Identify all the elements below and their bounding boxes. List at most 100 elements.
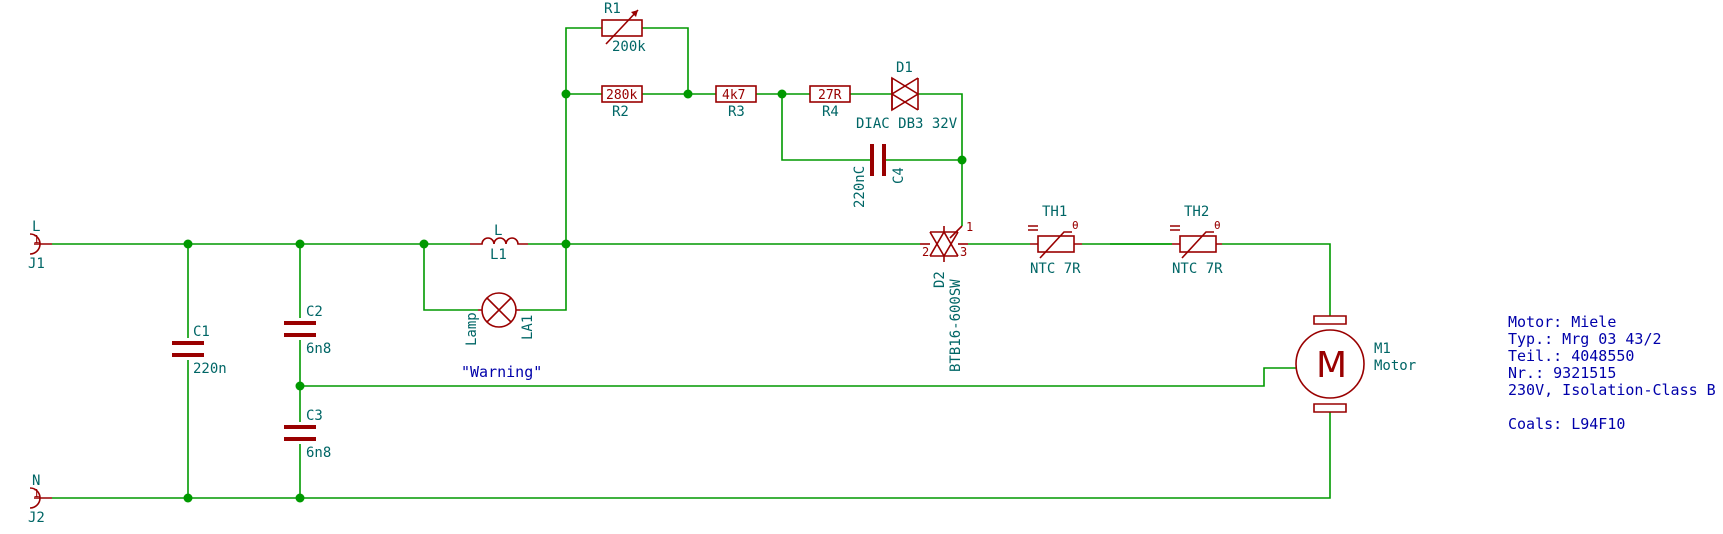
triac-d2-value: BTB16-600SW — [948, 279, 964, 372]
capacitor-c3-value: 6n8 — [306, 445, 331, 461]
inductor-l1[interactable]: L L1 — [470, 223, 528, 263]
motor-m1[interactable]: M M1 Motor — [1295, 315, 1416, 413]
resistor-r3-value: 4k7 — [722, 88, 745, 103]
triac-d2-ref: D2 — [932, 271, 948, 288]
theta-icon: θ — [1214, 219, 1221, 232]
capacitor-c4-value: 220nC — [852, 166, 868, 208]
thermistor-th1-value: NTC 7R — [1030, 261, 1081, 277]
diac-d1[interactable]: D1 DIAC DB3 32V — [856, 60, 958, 132]
capacitor-c2[interactable]: C2 6n8 — [284, 304, 331, 357]
resistor-r4[interactable]: 27R R4 — [809, 85, 851, 120]
thermistor-th1-symbol — [1037, 235, 1075, 253]
lamp-la1-ref: LA1 — [520, 315, 536, 340]
junction — [683, 89, 693, 99]
inductor-l1-ref: L1 — [490, 247, 507, 263]
triac-d2-pin-2: 2 — [922, 245, 929, 259]
inductor-l1-symbol — [470, 237, 528, 245]
triac-d2[interactable]: 1 2 3 D2 BTB16-600SW — [920, 220, 973, 372]
triac-d2-pin-3: 3 — [960, 245, 967, 259]
note-line: Nr.: 9321515 — [1508, 364, 1616, 382]
lamp-la1-value: Lamp — [464, 312, 480, 346]
resistor-r1-symbol — [601, 19, 643, 37]
resistor-r3-symbol — [715, 85, 757, 103]
resistor-r1-value: 200k — [612, 39, 646, 55]
capacitor-c4[interactable]: 220nC C4 — [852, 144, 907, 208]
thermistor-th1[interactable]: θ TH1 NTC 7R — [1028, 204, 1082, 277]
capacitor-c3-symbol — [284, 425, 316, 441]
temperature-arrows-icon — [1170, 225, 1180, 231]
resistor-r2-ref: R2 — [612, 104, 629, 120]
resistor-r2[interactable]: 280k R2 — [601, 85, 643, 120]
junction — [295, 381, 305, 391]
motor-m-letter: M — [1316, 345, 1347, 386]
junction — [183, 239, 193, 249]
junctions — [183, 89, 967, 503]
junction — [777, 89, 787, 99]
lamp-cross-icon — [486, 297, 512, 323]
junction — [295, 239, 305, 249]
resistor-r2-value: 280k — [606, 88, 637, 103]
motor-m1-top-brush — [1313, 315, 1347, 325]
connector-j1-pin: 1 — [33, 233, 40, 246]
note-line: Typ.: Mrg 03 43/2 — [1508, 330, 1662, 348]
resistor-r2-symbol — [601, 85, 643, 103]
thermistor-th2-symbol — [1179, 235, 1217, 253]
thermistor-slash-icon — [1181, 231, 1214, 259]
connector-j1-value: L — [32, 219, 40, 235]
thermistor-th2[interactable]: θ TH2 NTC 7R — [1170, 204, 1223, 277]
motor-m1-symbol — [1295, 329, 1365, 399]
diac-d1-reverse — [890, 77, 919, 111]
thermistor-th2-ref: TH2 — [1184, 204, 1209, 220]
diac-d1-symbol — [891, 76, 920, 112]
capacitor-c1[interactable]: C1 220n — [172, 324, 227, 377]
thermistor-th2-value: NTC 7R — [1172, 261, 1223, 277]
lamp-la1[interactable]: Lamp LA1 "Warning" — [461, 292, 542, 381]
arrow-head-icon — [631, 10, 638, 17]
junction — [419, 239, 429, 249]
junction — [561, 239, 571, 249]
triac-d2-symbol — [930, 231, 958, 257]
capacitor-c4-symbol — [870, 144, 886, 176]
triac-d2-upper — [929, 231, 959, 258]
capacitor-c1-ref: C1 — [193, 324, 210, 340]
theta-icon: θ — [1072, 219, 1079, 232]
junction — [561, 89, 571, 99]
capacitor-c4-ref: C4 — [891, 167, 907, 184]
resistor-r4-value: 27R — [818, 88, 842, 103]
capacitor-c2-value: 6n8 — [306, 341, 331, 357]
motor-notes: Motor: Miele Typ.: Mrg 03 43/2 Teil.: 40… — [1508, 313, 1716, 433]
note-line: Motor: Miele — [1508, 313, 1616, 331]
capacitor-c3[interactable]: C3 6n8 — [284, 408, 331, 461]
resistor-r3[interactable]: 4k7 R3 — [715, 85, 757, 120]
inductor-l1-value: L — [494, 223, 502, 239]
resistor-r3-ref: R3 — [728, 104, 745, 120]
temperature-arrows-icon — [1028, 225, 1038, 231]
variable-arrow-icon — [605, 9, 639, 45]
resistor-r4-symbol — [809, 85, 851, 103]
connector-j1-ref: J1 — [28, 256, 45, 272]
resistor-r4-ref: R4 — [822, 104, 839, 120]
connector-j2-pin: 1 — [33, 487, 40, 500]
junction — [295, 493, 305, 503]
triac-d2-gate — [949, 225, 963, 239]
junction — [183, 493, 193, 503]
capacitor-c3-ref: C3 — [306, 408, 323, 424]
connector-j2-ref: J2 — [28, 510, 45, 526]
note-line: Teil.: 4048550 — [1508, 347, 1634, 365]
resistor-r1-ref: R1 — [604, 1, 621, 17]
junction — [957, 155, 967, 165]
triac-d2-lower — [929, 230, 959, 257]
capacitor-c2-symbol — [284, 321, 316, 337]
diac-d1-value: DIAC DB3 32V — [856, 116, 958, 132]
connector-j1[interactable]: L 1 J1 — [28, 219, 52, 272]
capacitor-c2-ref: C2 — [306, 304, 323, 320]
motor-m1-value: Motor — [1374, 358, 1416, 374]
connector-j2[interactable]: N 1 J2 — [28, 473, 52, 526]
thermistor-slash-icon — [1039, 231, 1072, 259]
motor-m1-bottom-brush — [1313, 403, 1347, 413]
motor-m1-ref: M1 — [1374, 341, 1391, 357]
capacitor-c1-symbol — [172, 341, 204, 357]
resistor-r1[interactable]: R1 200k — [601, 1, 646, 55]
lamp-warning-label: "Warning" — [461, 363, 542, 381]
